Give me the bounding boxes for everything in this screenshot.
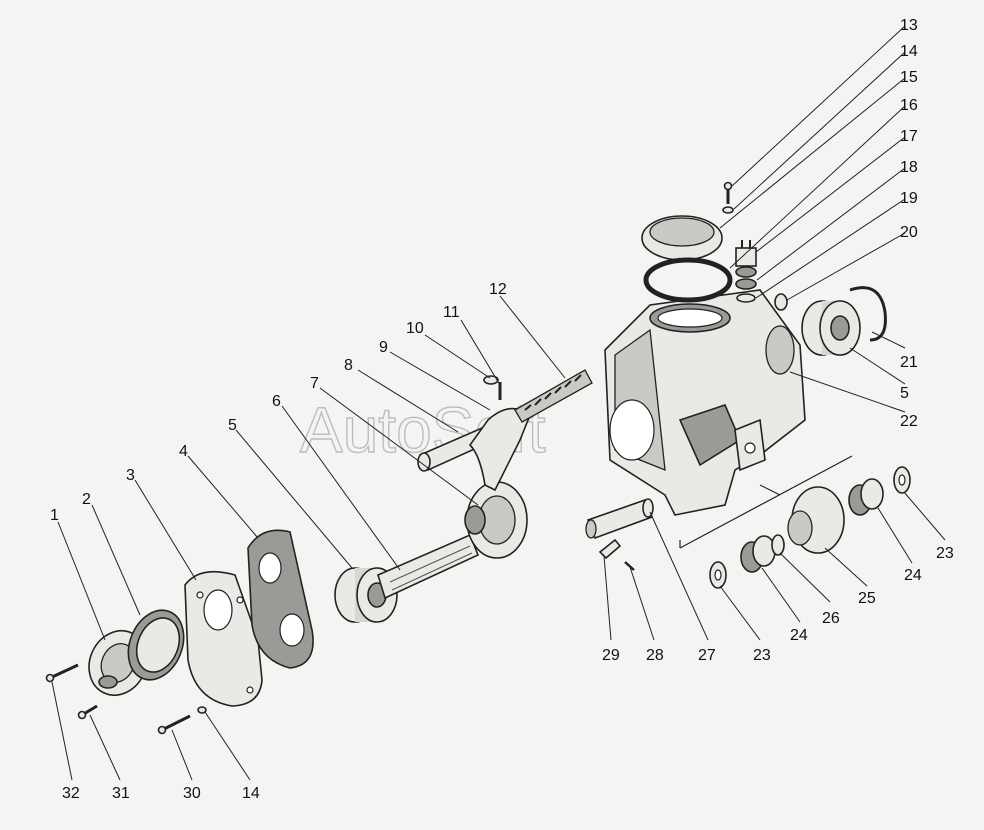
spacer-18: [735, 266, 757, 290]
callout-15: 15: [900, 69, 918, 86]
axle-27: [585, 498, 654, 540]
needle-bearing-24-right: [848, 478, 884, 516]
callout-24-left: 24: [790, 627, 808, 644]
callout-10: 10: [406, 320, 424, 337]
callout-13: 13: [900, 17, 918, 34]
seal-cover-2: [127, 609, 185, 681]
top-cover-15: [641, 215, 723, 261]
callout-31: 31: [112, 785, 130, 802]
callout-23-right: 23: [936, 545, 954, 562]
bolt-32: [45, 663, 79, 683]
parts-drawing: [45, 181, 911, 735]
cotter-10: [483, 375, 499, 385]
callout-30: 30: [183, 785, 201, 802]
washer-14-upper: [722, 206, 734, 214]
callout-14-lower: 14: [242, 785, 260, 802]
lock-plate-29: [598, 538, 622, 560]
callout-17: 17: [900, 128, 918, 145]
callout-18: 18: [900, 159, 918, 176]
callout-3: 3: [126, 467, 135, 484]
callout-28: 28: [646, 647, 664, 664]
cover-plate-3: [184, 570, 263, 707]
bolt-30: [157, 714, 191, 735]
gasket-4: [247, 529, 314, 669]
bolt-31: [77, 704, 98, 720]
bolt-13: [723, 181, 733, 204]
callout-25: 25: [858, 590, 876, 607]
callout-2: 2: [82, 491, 91, 508]
callout-22: 22: [900, 413, 918, 430]
bearing-5-right: [801, 300, 861, 356]
callout-23-left: 23: [753, 647, 771, 664]
callout-11: 11: [443, 304, 460, 321]
callout-8: 8: [344, 357, 353, 374]
callout-1: 1: [50, 507, 59, 524]
callout-4: 4: [179, 443, 188, 460]
snap-ring-21: [849, 286, 887, 342]
callout-16: 16: [900, 97, 918, 114]
callout-14-upper: 14: [900, 43, 918, 60]
shift-fork-9: [468, 407, 531, 492]
callout-9: 9: [379, 339, 388, 356]
gasket-16: [643, 257, 733, 303]
switch-17: [735, 240, 757, 267]
callout-5-right: 5: [900, 385, 909, 402]
shaft-6: [377, 533, 480, 600]
thrust-washer-23-right: [893, 466, 911, 494]
housing-22: [604, 289, 806, 516]
callout-24-right: 24: [904, 567, 922, 584]
screw-28: [624, 561, 635, 571]
callout-5-left: 5: [228, 417, 237, 434]
callout-21: 21: [900, 354, 918, 371]
callout-20: 20: [900, 224, 918, 241]
callout-7: 7: [310, 375, 319, 392]
leader-lines: [51, 25, 946, 781]
callout-29: 29: [602, 647, 620, 664]
callout-6: 6: [272, 393, 281, 410]
thrust-washer-23-left: [709, 561, 727, 589]
callout-19: 19: [900, 190, 918, 207]
callout-27: 27: [698, 647, 716, 664]
spring-12: [514, 369, 593, 423]
assembly-bracket: [679, 455, 853, 549]
plug-20: [774, 293, 788, 311]
callout-labels: 13 14 15 16 17 18 19 20 21 5 22 12 11 10…: [50, 17, 954, 802]
gear-7: [464, 481, 528, 559]
gear-25: [787, 486, 845, 554]
needle-bearing-24-left: [740, 535, 776, 573]
washer-14-lower: [197, 706, 207, 714]
callout-32: 32: [62, 785, 80, 802]
callout-12: 12: [489, 281, 507, 298]
callout-26: 26: [822, 610, 840, 627]
washer-19: [736, 293, 756, 303]
spacer-26: [771, 534, 785, 556]
